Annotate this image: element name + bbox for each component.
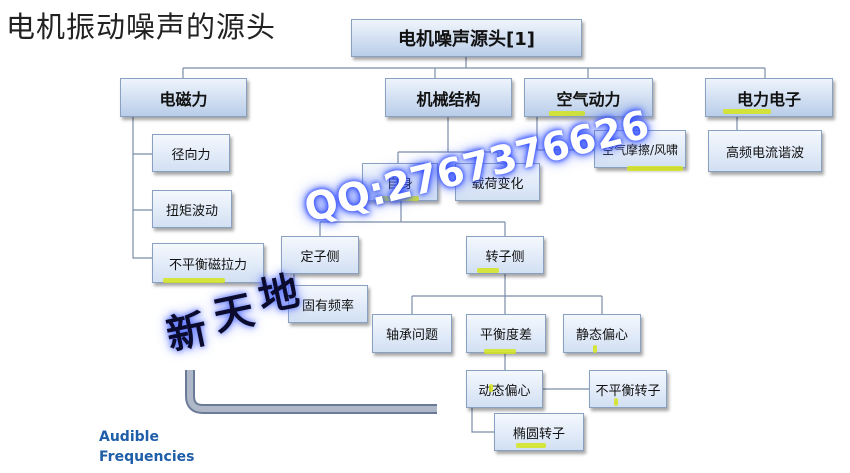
audible-frequencies-label: Audible Frequencies <box>99 427 194 467</box>
node-bearing-issue: 轴承问题 <box>372 314 452 353</box>
page-title: 电机振动噪声的源头 <box>6 10 277 44</box>
category-mechanical: 机械结构 <box>385 78 512 117</box>
highlight-mark <box>593 345 597 353</box>
root-node: 电机噪声源头[1] <box>351 19 582 57</box>
node-static-eccentricity: 静态偏心 <box>563 314 641 353</box>
node-radial-force: 径向力 <box>152 134 230 172</box>
highlight-mark <box>614 398 618 406</box>
node-torque-ripple: 扭矩波动 <box>152 190 232 228</box>
node-rotor-side: 转子侧 <box>466 236 544 274</box>
highlight-mark <box>723 109 771 114</box>
highlight-mark <box>381 196 419 201</box>
highlight-mark <box>163 278 225 283</box>
node-natural-frequency: 固有频率 <box>288 285 368 323</box>
node-current-harmonics: 高频电流谐波 <box>708 130 822 172</box>
highlight-mark <box>484 349 516 354</box>
audible-line-2: Frequencies <box>99 449 195 465</box>
audible-line-1: Audible <box>99 429 159 445</box>
node-wind-noise: 空气摩擦/风啸 <box>594 130 686 168</box>
node-stator-side: 定子侧 <box>281 236 359 274</box>
highlight-mark <box>549 111 585 116</box>
highlight-mark <box>489 384 493 392</box>
highlight-mark <box>516 443 546 448</box>
node-dynamic-eccentricity: 动态偏心 <box>466 370 543 408</box>
highlight-mark <box>627 166 683 171</box>
node-self: 自身 <box>362 163 438 201</box>
node-load-change: 载荷变化 <box>455 163 540 201</box>
node-poor-balance: 平衡度差 <box>466 314 546 353</box>
node-unbalanced-rotor: 不平衡转子 <box>589 370 667 408</box>
highlight-mark <box>477 268 499 273</box>
category-aerodynamic: 空气动力 <box>524 78 653 117</box>
node-unbalanced-magnetic-pull: 不平衡磁拉力 <box>152 243 264 283</box>
category-electromagnetic: 电磁力 <box>120 78 247 117</box>
